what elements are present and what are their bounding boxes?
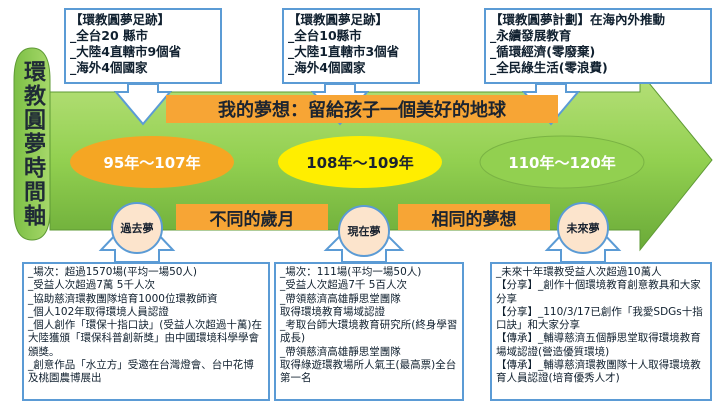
phase-circle-3	[557, 202, 609, 254]
top-box-present: 【環教圓夢足跡】 _全台10縣市 _大陸1直轄市3個省 _海外4個國家	[282, 8, 420, 84]
era-label-future: 110年～120年	[508, 153, 616, 172]
bottom-box-past: _場次：超過1570場(平均一場50人) _受益人次超過7萬 5千人次 _協助慈…	[22, 262, 270, 401]
phase-circle-1	[111, 202, 163, 254]
main-dream-banner: 我的夢想：留給孩子一個美好的地球	[166, 95, 558, 123]
bottom-box-present: _場次：111場(平均一場50人) _受益人次超過7千 5百人次 _帶領慈濟高雄…	[274, 262, 464, 401]
era-label-past: 95年～107年	[103, 153, 201, 172]
top-box-future: 【環教圓夢計劃】在海內外推動 _永續發展教育 _循環經濟(零廢棄) _全民綠生活…	[484, 8, 712, 84]
phase-label-future: 未來夢	[566, 222, 600, 235]
same-dream-banner: 相同的夢想	[398, 204, 550, 230]
phase-label-present: 現在夢	[347, 225, 381, 238]
phase-label-past: 過去夢	[120, 222, 154, 235]
different-years-banner: 不同的歲月	[176, 204, 328, 230]
phase-circle-2	[338, 205, 390, 257]
era-ellipse-2	[278, 136, 442, 188]
era-ellipse-1	[70, 136, 234, 188]
bottom-box-future: _未來十年環教受益人次超過10萬人 【分享】_創作十個環境教育創意教具和大家分享…	[490, 262, 712, 401]
era-ellipse-3	[479, 135, 645, 189]
top-box-past: 【環教圓夢足跡】 _全台20 縣市 _大陸4直轄市9個省 _海外4個國家	[64, 8, 222, 84]
vertical-title: 環教圓夢時間軸	[20, 60, 45, 228]
callout-arrow-top-1	[113, 83, 173, 126]
era-label-present: 108年～109年	[306, 153, 414, 172]
